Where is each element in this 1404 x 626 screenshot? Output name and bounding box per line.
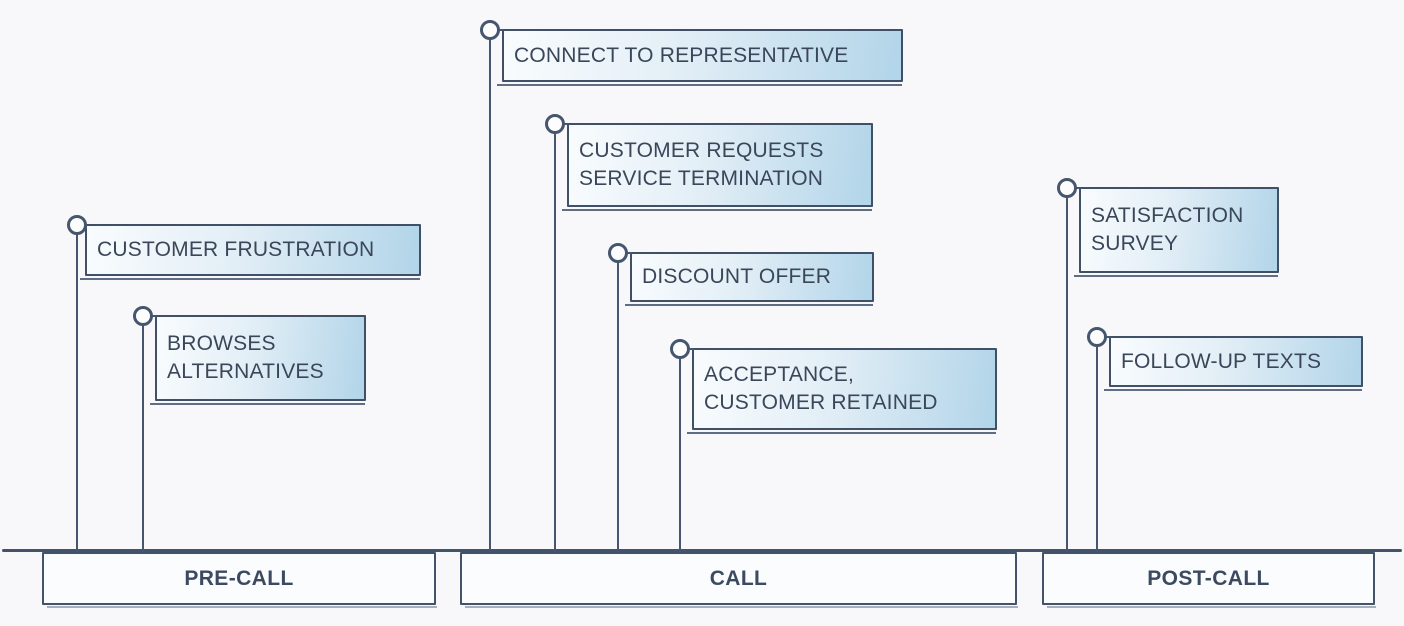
flag-label-box: CUSTOMER REQUESTS SERVICE TERMINATION (556, 123, 873, 211)
flag-label: ALTERNATIVES (167, 360, 324, 383)
flag-pin-icon (1057, 178, 1077, 198)
phase-post-call: POST-CALL (1042, 552, 1376, 608)
flag-pole (142, 324, 144, 553)
flag-label: CUSTOMER FRUSTRATION (97, 238, 375, 262)
flag-pin-icon (670, 339, 690, 359)
flag-label: SURVEY (1091, 232, 1179, 255)
flag-label: BROWSES (167, 332, 276, 356)
flag-pin-icon (133, 306, 153, 326)
flag-pole (617, 261, 619, 553)
flag-label-box: CONNECT TO REPRESENTATIVE (491, 29, 903, 86)
flag-pole (489, 38, 491, 553)
flag-label: FOLLOW-UP TEXTS (1121, 349, 1322, 373)
flag-label: ACCEPTANCE, (704, 363, 854, 387)
flag-label-box: FOLLOW-UP TEXTS (1098, 336, 1363, 391)
flag-pin-icon (608, 243, 628, 263)
flag-label-box: SATISFACTION SURVEY (1068, 187, 1279, 277)
flag-label-box: DISCOUNT OFFER (619, 252, 874, 306)
flag-label: SERVICE TERMINATION (579, 167, 824, 190)
flag-label-box: CUSTOMER FRUSTRATION (74, 224, 421, 280)
flag-pole (554, 132, 556, 553)
phase-call: CALL (460, 552, 1018, 608)
flag-pin-icon (1087, 327, 1107, 347)
phase-pre-call: PRE-CALL (42, 552, 437, 608)
flag-pole (1066, 196, 1068, 553)
flag-label-box: BROWSES ALTERNATIVES (144, 315, 366, 405)
flag-label: CUSTOMER REQUESTS (579, 139, 824, 163)
flag-label: DISCOUNT OFFER (642, 265, 832, 289)
phase-label: POST-CALL (1147, 566, 1270, 590)
flag-label: SATISFACTION (1091, 204, 1244, 228)
flag-pole (679, 357, 681, 553)
flag-pin-icon (67, 215, 87, 235)
flag-pin-icon (545, 114, 565, 134)
flag-label: CUSTOMER RETAINED (704, 391, 938, 414)
phase-label: CALL (709, 566, 768, 590)
flag-pole (1096, 345, 1098, 553)
timeline-axis (2, 549, 1402, 552)
flag-pole (76, 233, 78, 553)
flag-pin-icon (480, 20, 500, 40)
flag-label-box: ACCEPTANCE, CUSTOMER RETAINED (681, 348, 997, 434)
flag-label: CONNECT TO REPRESENTATIVE (514, 43, 849, 67)
phase-label: PRE-CALL (184, 566, 294, 590)
